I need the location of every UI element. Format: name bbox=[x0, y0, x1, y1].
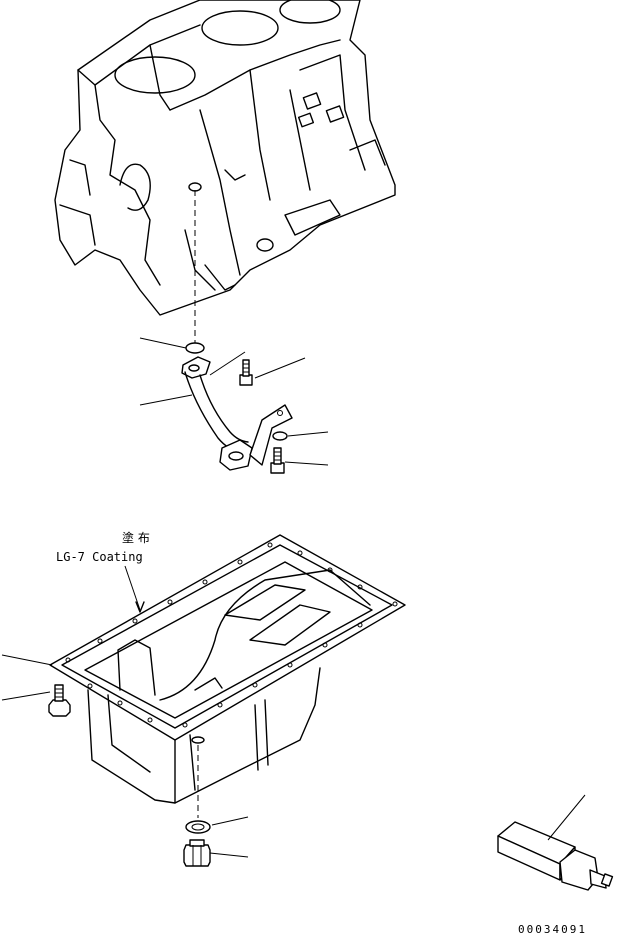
leader-lines-upper bbox=[139, 337, 329, 466]
engine-block bbox=[54, 0, 396, 316]
bolt-upper bbox=[239, 359, 253, 386]
bolt-bracket bbox=[270, 447, 285, 474]
washer bbox=[272, 431, 288, 441]
leader-lines-lower bbox=[1, 654, 249, 858]
special-tool bbox=[497, 794, 614, 891]
oil-pan bbox=[49, 534, 406, 804]
annotation-english: LG-7 Coating bbox=[56, 550, 143, 564]
suction-pipe-assembly bbox=[181, 342, 293, 474]
gasket-upper bbox=[185, 342, 205, 354]
annotation-japanese: 塗 布 bbox=[122, 530, 150, 545]
drain-plug bbox=[183, 839, 211, 867]
flange-bolt-holes bbox=[65, 542, 398, 728]
coating-annotation: 塗 布 LG-7 Coating bbox=[56, 530, 150, 613]
pan-bolt bbox=[48, 684, 71, 717]
drawing-code: 00034091 bbox=[518, 923, 587, 936]
drain-washer bbox=[185, 820, 211, 834]
